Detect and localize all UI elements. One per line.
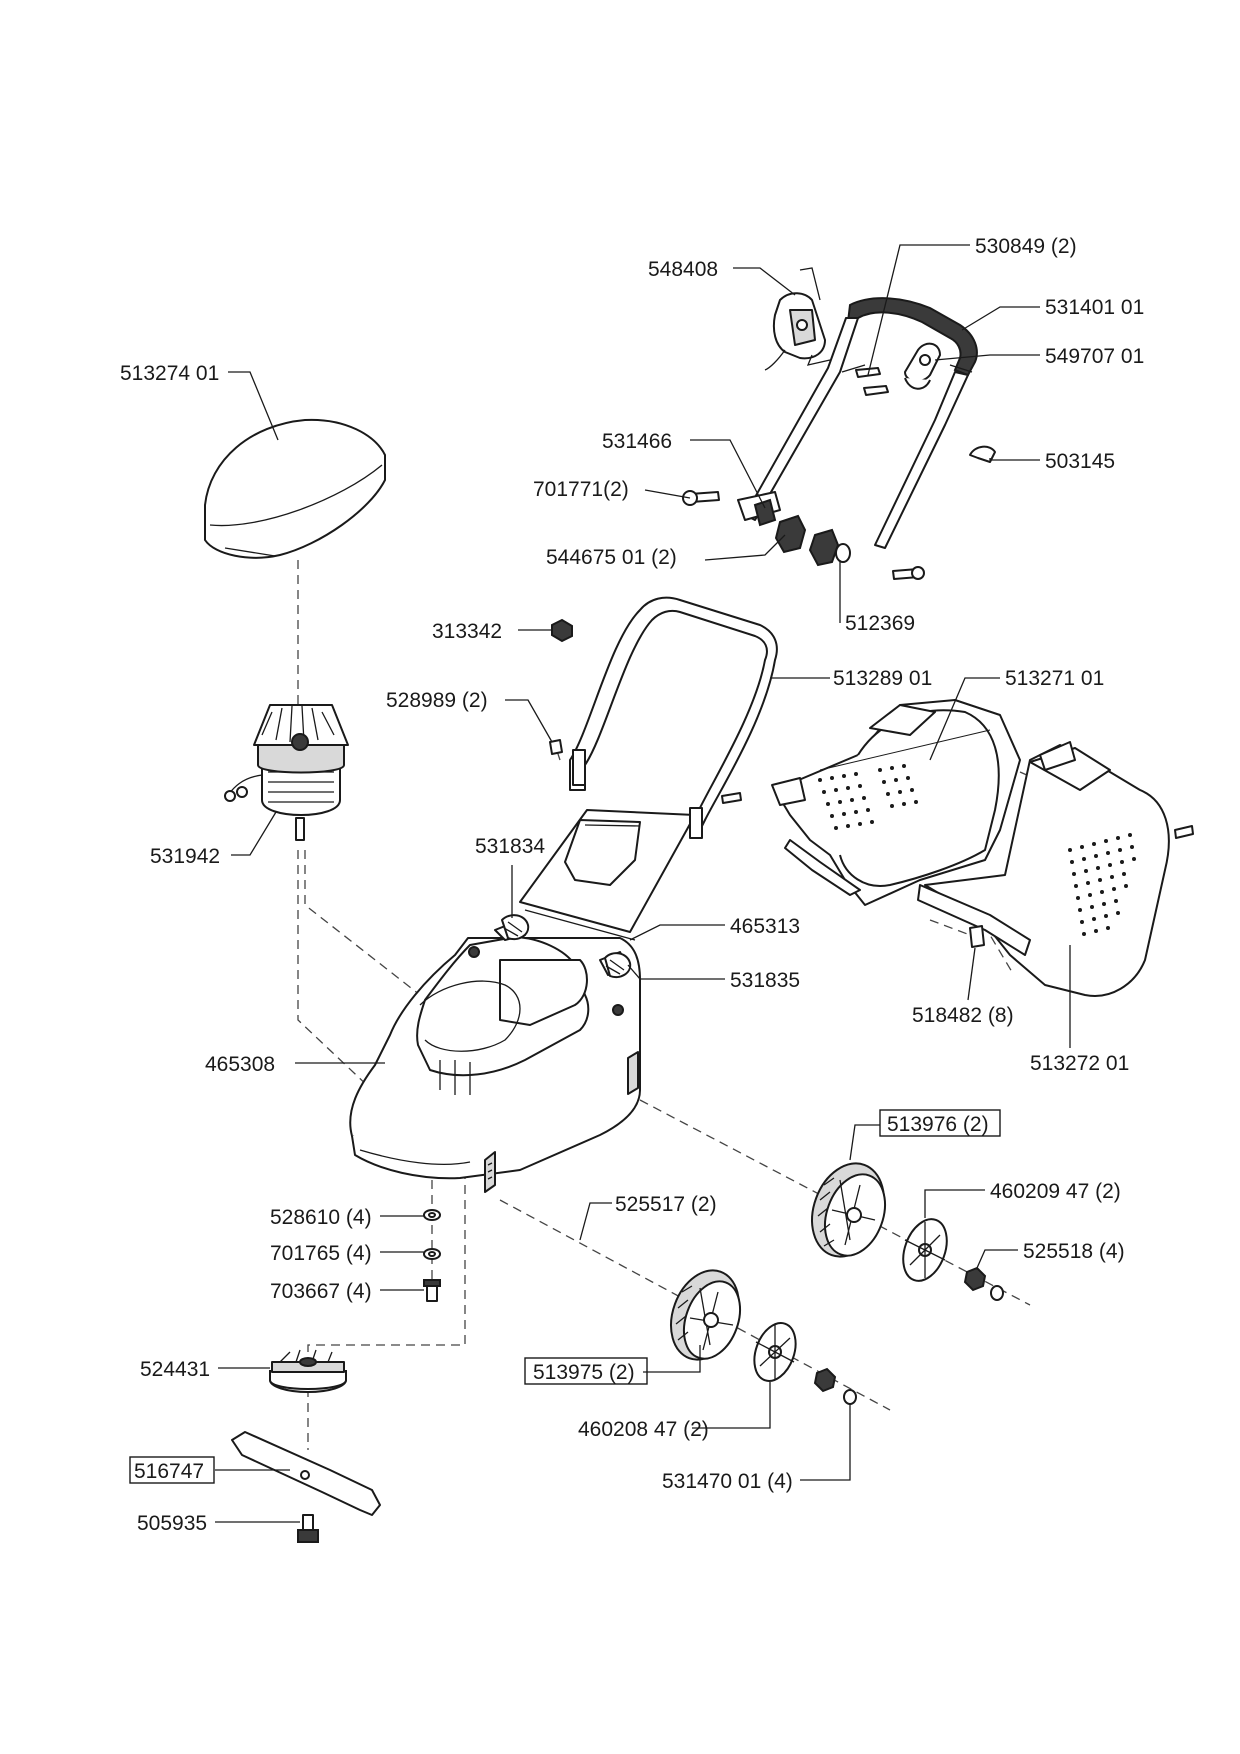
label-513975: 513975 (2) (533, 1361, 635, 1384)
mower-deck (349, 936, 641, 1193)
label-460208: 460208 47 (2) (578, 1418, 709, 1441)
label-512369: 512369 (845, 612, 915, 635)
rear-axle-nut (963, 1266, 987, 1292)
bag-screw (969, 925, 985, 948)
label-465308: 465308 (205, 1053, 275, 1076)
flap-springs (501, 914, 632, 979)
grass-bag-bottom (917, 741, 1194, 997)
front-axle-cap (843, 1389, 857, 1405)
label-548408: 548408 (648, 258, 718, 281)
blade-bolt (297, 1514, 319, 1543)
hex-nut (551, 618, 573, 643)
label-528610: 528610 (4) (270, 1206, 372, 1229)
rear-axle-cap (990, 1285, 1004, 1301)
label-531942: 531942 (150, 845, 220, 868)
label-313342: 313342 (432, 620, 502, 643)
deck-fasteners (423, 1209, 441, 1302)
grass-bag-top (771, 699, 1021, 906)
label-465313: 465313 (730, 915, 800, 938)
handle-screw (549, 739, 563, 755)
label-528989: 528989 (2) (386, 689, 488, 712)
part-labels: 513274 01 548408 530849 (2) 531401 01 54… (120, 235, 1144, 1535)
electric-motor (224, 704, 349, 841)
label-516747: 516747 (134, 1460, 204, 1483)
label-460209: 460209 47 (2) (990, 1180, 1121, 1203)
fan-impeller (269, 1349, 347, 1393)
rear-hubcap (902, 1218, 948, 1282)
label-544675: 544675 01 (2) (546, 546, 677, 569)
label-525518: 525518 (4) (1023, 1240, 1125, 1263)
front-axle-nut (813, 1367, 837, 1393)
label-513272: 513272 01 (1030, 1052, 1129, 1075)
label-549707: 549707 01 (1045, 345, 1144, 368)
label-525517: 525517 (2) (615, 1193, 717, 1216)
label-513976: 513976 (2) (887, 1113, 989, 1136)
label-box-516747 (129, 1456, 215, 1484)
leader-lines (215, 244, 1071, 1523)
label-505935: 505935 (137, 1512, 207, 1535)
cutting-blade (231, 1431, 381, 1516)
label-503145: 503145 (1045, 450, 1115, 473)
label-518482: 518482 (8) (912, 1004, 1014, 1027)
front-hubcap (753, 1322, 797, 1382)
label-513271: 513271 01 (1005, 667, 1104, 690)
front-wheel (670, 1269, 742, 1361)
label-531835: 531835 (730, 969, 800, 992)
label-530849: 530849 (2) (975, 235, 1077, 258)
vent-grid-bottom (1068, 833, 1136, 936)
vent-grid-top (818, 764, 918, 830)
handle-screw-right (721, 792, 742, 804)
label-701771: 701771(2) (533, 478, 629, 501)
label-531470: 531470 01 (4) (662, 1470, 793, 1493)
label-513274: 513274 01 (120, 362, 219, 385)
label-513289: 513289 01 (833, 667, 932, 690)
label-box-513975 (524, 1357, 648, 1385)
label-703667: 703667 (4) (270, 1280, 372, 1303)
label-531466: 531466 (602, 430, 672, 453)
upper-handle (682, 267, 996, 580)
motor-cover (204, 418, 386, 559)
label-531401: 531401 01 (1045, 296, 1144, 319)
label-531834: 531834 (475, 835, 545, 858)
label-701765: 701765 (4) (270, 1242, 372, 1265)
lower-handle (569, 596, 778, 839)
rear-wheel (811, 1162, 886, 1258)
label-box-513976 (879, 1109, 1001, 1137)
label-524431: 524431 (140, 1358, 210, 1381)
